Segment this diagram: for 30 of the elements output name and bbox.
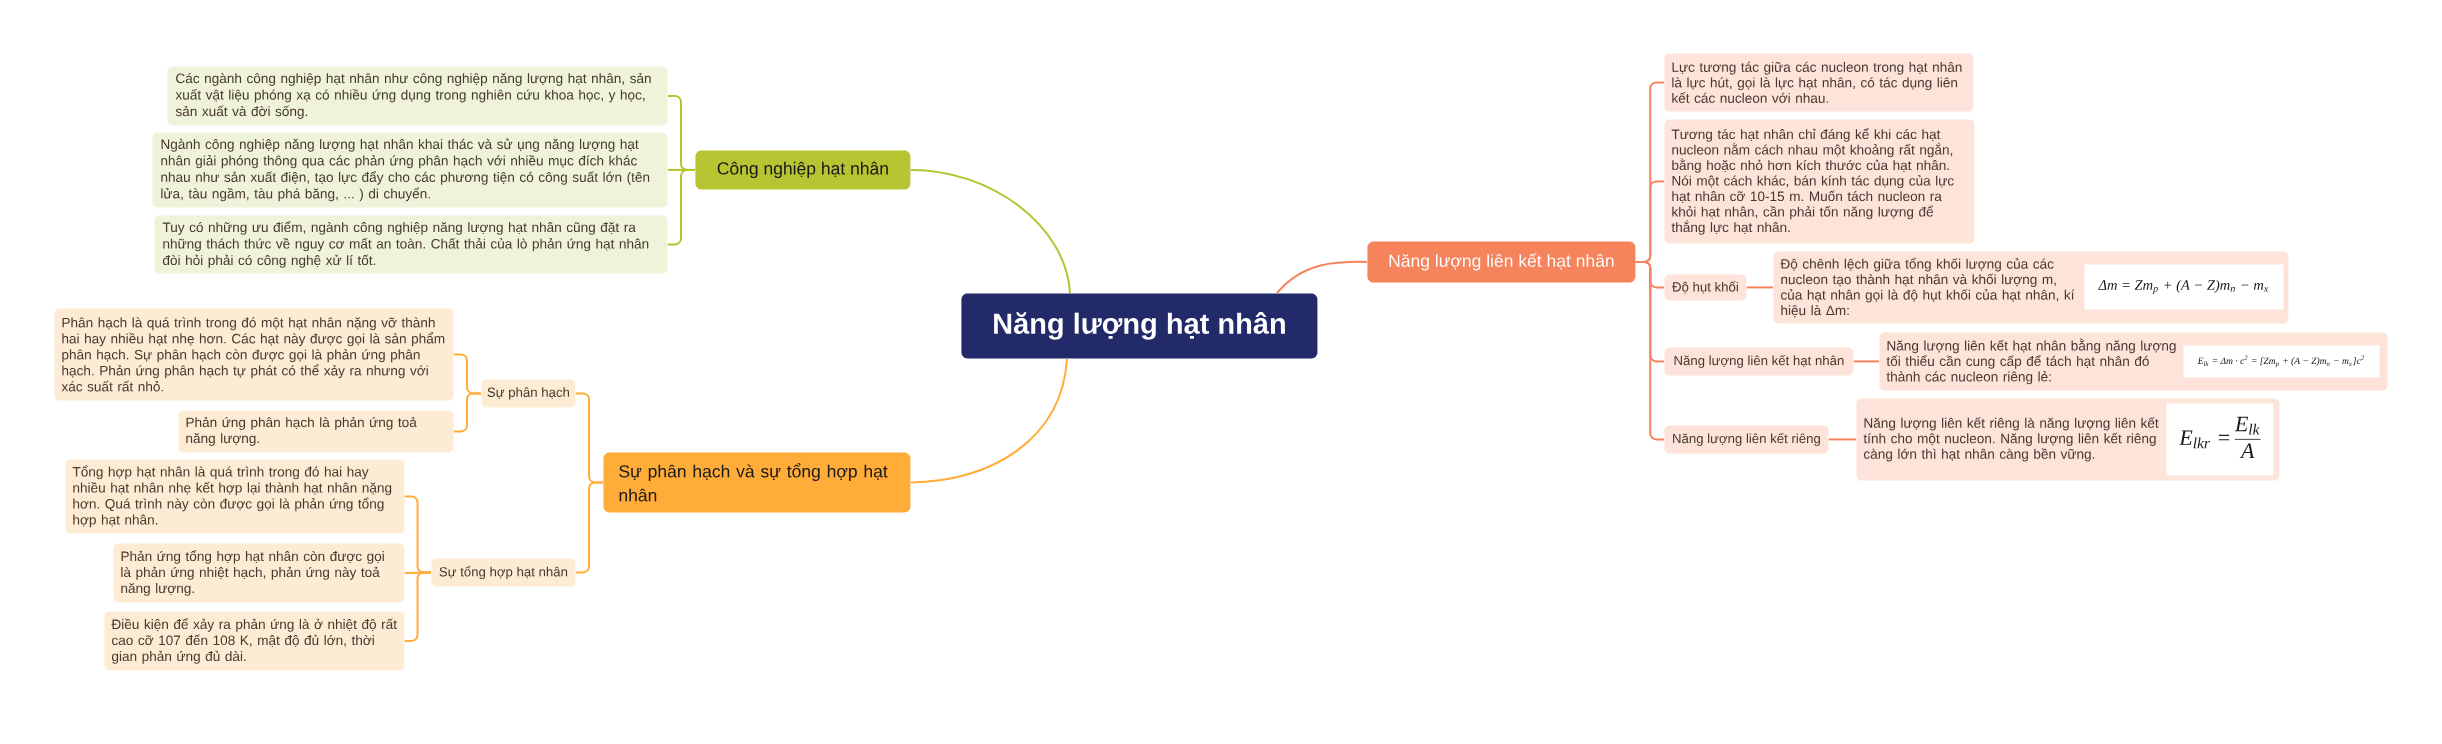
subtopic-box: Độ hụt khối — [1664, 274, 1747, 301]
note-box: Các ngành công nghiệp hạt nhân như công nghiệp năng lượng hạt nhân, sản xuất vật liệu phóng xạ có nhiều ứng dụng trong nghiên cứu khoa học, y học, sản xuất và đời sống. — [167, 66, 668, 126]
subtopic-box: Sự tổng hợp hạt nhân — [431, 558, 576, 587]
formula-box: E$_{lk}$ = Δm · c$^{2}$ = [Zm$_{p}$ + (A − Z)m$_{n}$ − m$_{x}$]c$^{2}$ — [2183, 345, 2380, 378]
subtopic-box: Năng lượng liên kết riêng — [1664, 425, 1829, 454]
connector-line — [1852, 360, 1880, 363]
connector-line — [909, 357, 1068, 484]
note-box: Tổng hợp hạt nhân là quá trình trong đó hai hay nhiều hạt nhân nhẹ kết hợp lại thành hạt nhân nặng hơn. Quá trình này còn được gọi là phản ứng tổng hợp hạt nhân. — [65, 459, 405, 534]
connector-line — [1276, 260, 1368, 294]
subtopic-box: Sự phân hạch — [481, 379, 576, 408]
central-topic-box: Năng lượng hạt nhân — [961, 293, 1318, 359]
note-box: Phân hạch là quá trình trong đó một hạt nhân nặng vỡ thành hai hay nhiều hạt nhẹ hơn. Các hạt này được gọi là sản phẩm phân hạch. Sự phân hạch còn được gọi là phản ứng phân hạch. Phản ứng phân hạch tự phát có thể xảy ra nhưng với xác suất rất nhỏ. — [54, 308, 454, 401]
note-box: Phản ứng phân hạch là phản ứng toả năng lượng. — [178, 410, 454, 453]
connector-line — [1745, 286, 1774, 289]
connector-line — [452, 392, 482, 433]
topic-box: Công nghiệp hạt nhân — [695, 150, 911, 190]
note-box: Ngành công nghiệp năng lượng hạt nhân khai thác và sử ụng năng lượng hạt nhân giải phóng thông qua các phản ứng phân hạch với nhiều mục đích khác nhau như sản xuất điện, tạo lực đẩy cho các phương tiện có công suất lớn (tên lửa, tàu ngầm, tàu phá băng, ... ) di chuyển. — [152, 132, 668, 208]
connector-line — [1634, 260, 1665, 441]
connector-line — [1827, 438, 1857, 441]
topic-box: Năng lượng liên kết hạt nhân — [1367, 241, 1636, 283]
note-box: Phản ứng tổng hợp hạt nhân còn được gọi là phản ứng nhiệt hạch, phản ứng này toả năng lượng. — [113, 543, 405, 603]
note-box: Lực tương tác giữa các nucleon trong hạt nhân là lực hút, gọi là lực hạt nhân, có tác dụng liên kết các nucleon với nhau. — [1664, 53, 1974, 112]
connector-line — [909, 168, 1071, 294]
topic-box: Sự phân hạch và sự tổng hợp hạt nhân — [603, 452, 911, 513]
note-box: Tuy có những ưu điểm, ngành công nghiệp năng lượng hạt nhân cũng đặt ra những thách thức về nguy cơ mất an toàn. Chất thải của lò phản ứng hạt nhân đòi hỏi phải có công nghệ xử lí tốt. — [154, 215, 668, 274]
note-box: Tương tác hạt nhân chỉ đáng kể khi các hạt nucleon nằm cách nhau một khoảng rất ngắn, bằng hoặc nhỏ hơn kích thước của hạt nhân. Nói một cách khác, bán kính tác dụng của lực hạt nhân cỡ 10-15 m. Muốn tách nucleon ra khỏi hạt nhân, cần phải tốn năng lượng để thắng lực hạt nhân. — [1664, 119, 1975, 244]
subtopic-box: Năng lượng liên kết hạt nhân — [1664, 347, 1854, 376]
note-box: Điều kiện để xảy ra phản ứng là ở nhiệt độ rất cao cỡ 107 đến 108 K, mật độ đủ lớn, thời gian phản ứng đủ dài. — [104, 611, 405, 671]
formula-box: E$_{lkr}$ = E$_{lk}$ A — [2166, 403, 2274, 476]
formula-box: Δm = Zm$_{p}$ + (A − Z)m$_{n}$ − m$_{x}$ — [2084, 264, 2284, 310]
